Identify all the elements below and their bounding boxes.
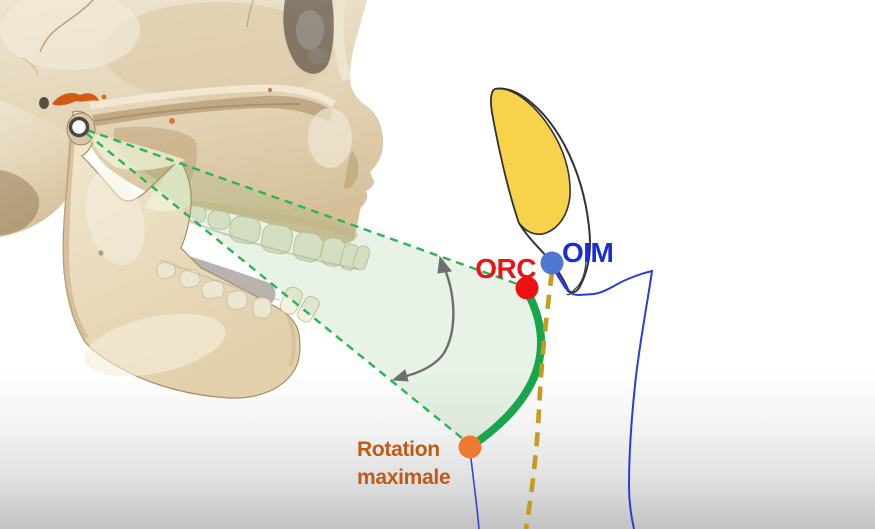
gold-dashed-path xyxy=(523,271,555,529)
tooth xyxy=(260,223,294,255)
blue-border-path xyxy=(551,264,654,529)
tooth xyxy=(252,297,272,319)
rotation-max-point xyxy=(458,435,482,459)
angle-arrow-curve xyxy=(401,266,455,379)
tooth xyxy=(201,279,225,300)
ramus-shadow xyxy=(62,119,89,340)
oim-label: OIM xyxy=(562,237,613,268)
alveolar-ridge-shadow xyxy=(184,200,359,241)
rotation-max-label: Rotation maximale xyxy=(357,438,451,489)
zygomatic-arch-highlight xyxy=(89,84,336,110)
incisor-root xyxy=(490,88,571,236)
temporal-shading xyxy=(103,2,333,102)
lower-radius-dashed-line xyxy=(85,132,469,444)
angle-arrow xyxy=(391,255,455,382)
mandible-body-highlight xyxy=(84,313,226,377)
orbit-gray xyxy=(308,48,328,64)
coronoid-process xyxy=(144,160,191,211)
bone-speck xyxy=(98,250,104,256)
lower-teeth-shadow xyxy=(159,259,281,301)
chin-shadow xyxy=(286,315,296,367)
suture-line xyxy=(246,0,254,28)
suture-line xyxy=(21,57,39,77)
tooth xyxy=(207,210,231,230)
oim-point xyxy=(540,251,564,275)
zygomatic-arch-edge xyxy=(93,103,301,122)
tooth xyxy=(297,295,320,323)
orbital-rim xyxy=(333,0,352,82)
rotation-wedge xyxy=(83,128,541,446)
tmj-orange-speck xyxy=(101,94,107,100)
disc-crescent xyxy=(90,133,186,171)
lower-teeth xyxy=(156,260,320,323)
incisor-edge-line xyxy=(566,257,587,296)
ramus-highlight xyxy=(85,170,145,266)
rotation-wedge-group xyxy=(83,128,545,449)
orc-label: ORC xyxy=(475,253,536,284)
condyle-rotation-center-marker xyxy=(68,116,90,138)
cheek-highlight xyxy=(308,108,352,168)
suture-line xyxy=(39,0,94,53)
green-rotation-arc xyxy=(469,287,545,449)
rotation-max-label-line2: maximale xyxy=(357,466,450,489)
occipital-patch xyxy=(0,170,40,235)
arrowhead-down-icon xyxy=(391,369,409,382)
ear-canal xyxy=(39,97,49,109)
orbit-gray xyxy=(296,10,324,50)
upper-radius-dashed-line xyxy=(86,128,524,288)
orc-point xyxy=(515,276,539,300)
tooth xyxy=(226,290,248,310)
parietal-highlight xyxy=(0,0,140,70)
upper-teeth-shadow xyxy=(189,221,359,270)
bone-speck xyxy=(267,87,273,93)
nasal-notch-shadow xyxy=(344,150,359,189)
mastoid-bone xyxy=(0,100,78,237)
tmj-orange-speck xyxy=(169,118,175,124)
arrowhead-up-icon xyxy=(437,255,452,274)
tmj-orange-mark xyxy=(52,93,99,106)
rotation-max-label-line1: Rotation xyxy=(357,438,440,461)
